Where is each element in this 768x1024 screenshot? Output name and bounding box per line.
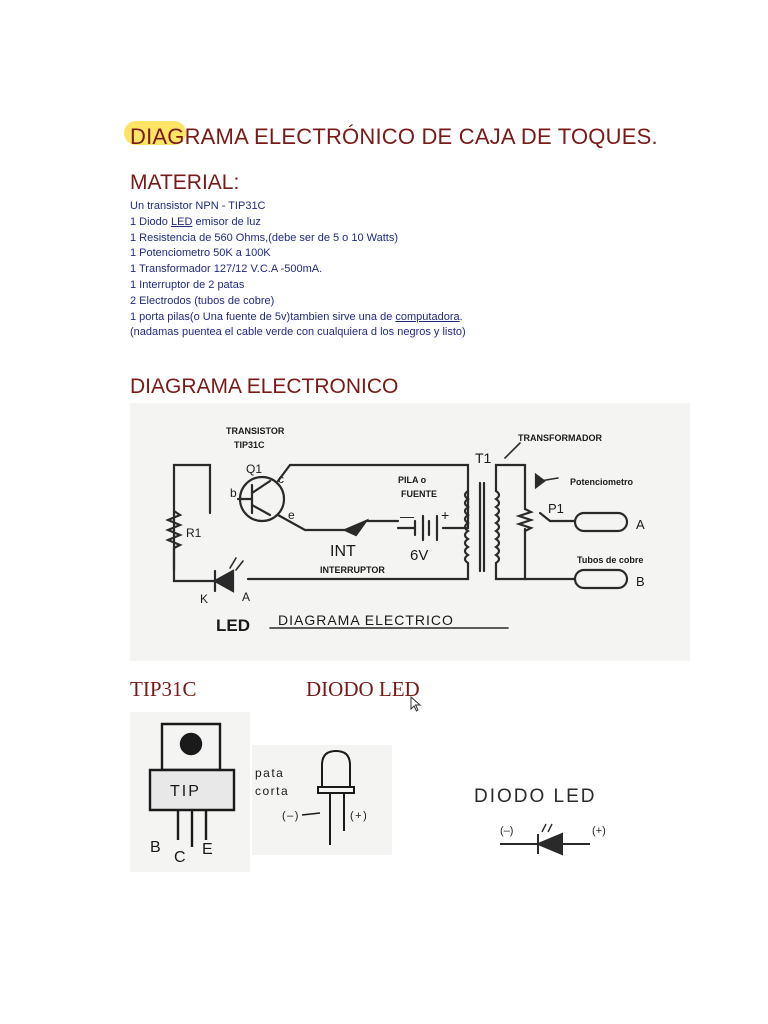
material-heading: MATERIAL:: [130, 171, 240, 194]
list-item: 1 Interruptor de 2 patas: [130, 278, 245, 291]
label-q1: Q1: [246, 462, 262, 476]
led-drawing: pata corta (–) (+): [252, 745, 392, 855]
label-c: c: [278, 472, 284, 486]
label-b: b: [230, 486, 237, 500]
list-item: 2 Electrodos (tubos de cobre): [130, 294, 275, 307]
list-item: 1 Transformador 127/12 V.C.A -500mA.: [130, 263, 323, 276]
list-item: (nadamas puentea el cable verde con cual…: [130, 326, 466, 339]
document-title: DIAGRAMA ELECTRÓNICO DE CAJA DE TOQUES.: [130, 124, 658, 149]
computadora-link[interactable]: computadora: [395, 310, 460, 323]
list-item: Un transistor NPN - TIP31C: [130, 200, 266, 212]
sym-plus-label: (+): [592, 825, 606, 837]
minus-label: (–): [282, 810, 300, 822]
label-k: K: [200, 592, 208, 606]
list-item: 1 Diodo LED emisor de luz: [130, 215, 261, 228]
label-fuente: FUENTE: [401, 489, 437, 499]
cursor-icon: [410, 696, 422, 712]
led-svg: pata corta (–) (+): [255, 749, 368, 845]
label-transformador: TRANSFORMADOR: [518, 433, 602, 443]
pin-b-label: B: [150, 839, 161, 856]
label-tubos: Tubos de cobre: [577, 555, 643, 565]
led-link[interactable]: LED: [170, 215, 193, 228]
pin-e-label: E: [202, 841, 213, 858]
label-tube-b: B: [636, 574, 645, 589]
label-minus: —: [400, 508, 414, 524]
label-p1: P1: [548, 501, 564, 516]
list-item: 1 Potenciometro 50K a 100K: [130, 247, 271, 260]
label-led-a: A: [242, 590, 250, 604]
label-t1: T1: [475, 450, 492, 466]
plus-label: (+): [350, 810, 368, 822]
label-pila: PILA o: [398, 475, 427, 485]
diodo-led-label: DIODO LED: [474, 786, 597, 807]
label-int: INT: [330, 543, 356, 560]
tip31c-heading: TIP31C: [130, 677, 197, 701]
label-transistor: TRANSISTOR: [226, 426, 285, 436]
tip31c-svg: TIP B C E: [148, 722, 236, 866]
list-item: 1 Resistencia de 560 Ohms,(debe ser de 5…: [130, 231, 399, 244]
material-list: Un transistor NPN - TIP31C 1 Diodo LED e…: [130, 199, 466, 341]
corta-label: corta: [255, 784, 289, 798]
diodo-led-heading: DIODO LED: [306, 677, 420, 701]
label-led: LED: [216, 616, 250, 635]
tip31c-drawing: TIP B C E: [130, 712, 250, 872]
label-r1: R1: [186, 526, 202, 540]
circuit-diagram: TRANSISTOR TIP31C PILA o FUENTE INTERRUP…: [130, 403, 690, 661]
pata-label: pata: [255, 766, 284, 780]
pin-c-label: C: [174, 849, 186, 866]
diagram-heading: DIAGRAMA ELECTRONICO: [130, 375, 399, 398]
led-symbol-svg: DIODO LED (–) (+): [474, 786, 606, 856]
label-potenciometro: Potenciometro: [570, 477, 634, 487]
label-interruptor: INTERRUPTOR: [320, 565, 385, 575]
text-highlight: [124, 121, 186, 145]
led-symbol: DIODO LED (–) (+): [470, 776, 640, 866]
label-plus: +: [441, 507, 449, 523]
label-e: e: [288, 508, 295, 522]
label-tube-a: A: [636, 517, 645, 532]
list-item: 1 porta pilas(o Una fuente de 5v)tambien…: [130, 310, 463, 323]
tip-body-label: TIP: [170, 783, 201, 800]
label-6v: 6V: [410, 547, 428, 564]
label-tip31c: TIP31C: [234, 440, 265, 450]
label-diagrama-electrico: DIAGRAMA ELECTRICO: [278, 612, 454, 628]
circuit-diagram-svg: TRANSISTOR TIP31C PILA o FUENTE INTERRUP…: [165, 426, 645, 635]
sym-minus-label: (–): [500, 825, 513, 837]
